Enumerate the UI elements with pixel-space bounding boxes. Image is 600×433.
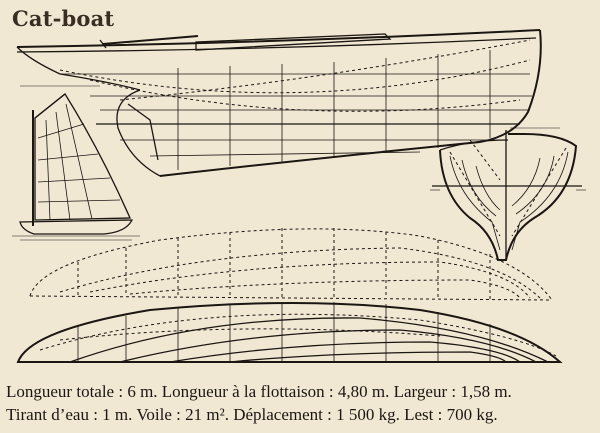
waterlines-outline <box>16 302 563 363</box>
waterlines-plan <box>16 302 563 363</box>
half-breadth-plan <box>29 228 553 301</box>
keel-line <box>159 141 481 177</box>
boom <box>102 35 199 45</box>
page-title: Cat-boat <box>12 6 115 31</box>
sail-plan-hull <box>19 219 134 235</box>
sail <box>34 93 131 221</box>
profile-view <box>16 29 560 177</box>
spec-line-1: Longueur totale : 6 m. Longueur à la flo… <box>6 382 512 401</box>
specifications: Longueur totale : 6 m. Longueur à la flo… <box>6 380 598 426</box>
cat-boat-plans <box>12 29 586 363</box>
spec-line-2: Tirant d’eau : 1 m. Voile : 21 m². Dépla… <box>6 405 498 424</box>
sail-plan <box>12 93 140 241</box>
skeg <box>116 89 161 177</box>
body-plan <box>430 130 586 261</box>
deck-outline <box>29 228 553 301</box>
body-plan-outline <box>439 133 578 261</box>
cabin-top <box>195 33 392 51</box>
sheer-line <box>16 29 541 48</box>
stem <box>479 29 542 143</box>
